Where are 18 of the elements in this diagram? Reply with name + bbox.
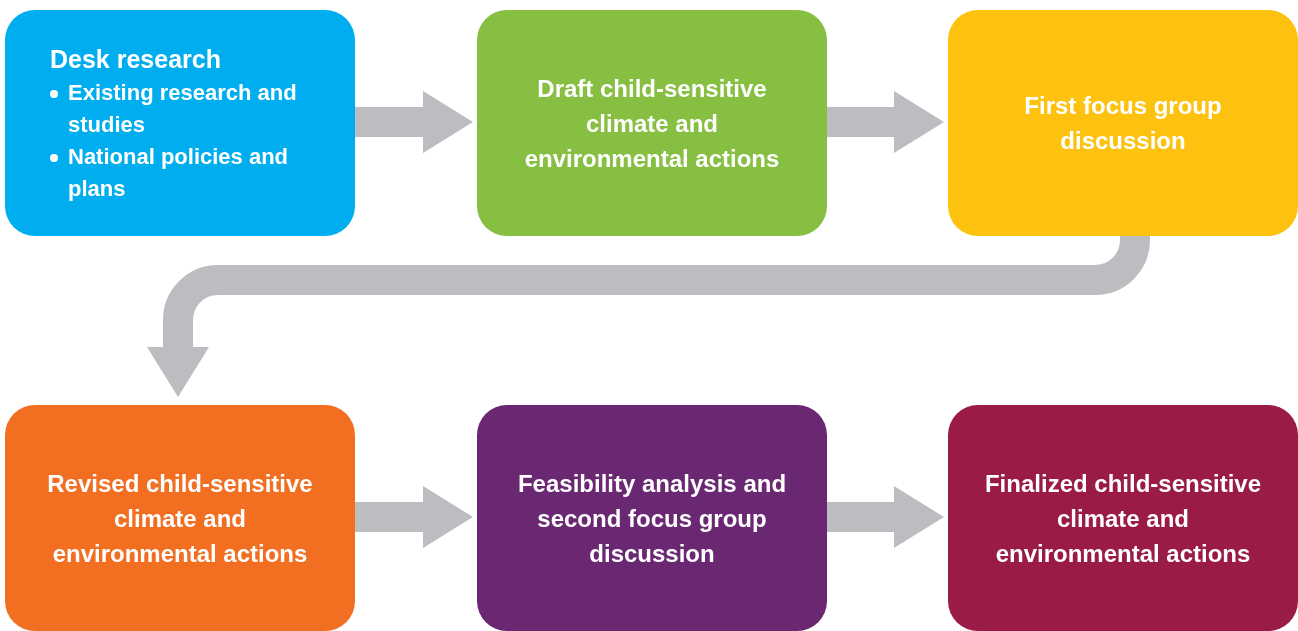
process-box xyxy=(948,405,1298,631)
arrow xyxy=(355,91,473,153)
bullet-item: Existing research and studies xyxy=(50,76,325,141)
process-box xyxy=(477,10,827,236)
box-label: Finalized child-sensitive climate and environmental actions xyxy=(983,468,1263,569)
arrow xyxy=(355,486,473,548)
box-label: Revised child-sensitive climate and environmental actions xyxy=(46,468,314,569)
bullet-item: National policies and plans xyxy=(50,140,325,205)
box-label: Feasibility analysis and second focus group discussion xyxy=(516,468,788,569)
process-box xyxy=(477,405,827,631)
box-label: Draft child-sensitive climate and environmental actions xyxy=(523,73,781,174)
process-box xyxy=(948,10,1298,236)
process-box xyxy=(5,10,355,236)
arrow xyxy=(827,91,944,153)
box-heading: Desk research xyxy=(50,43,221,75)
arrow xyxy=(827,486,944,548)
box-label: First focus group discussion xyxy=(1023,91,1223,156)
process-box xyxy=(5,405,355,631)
